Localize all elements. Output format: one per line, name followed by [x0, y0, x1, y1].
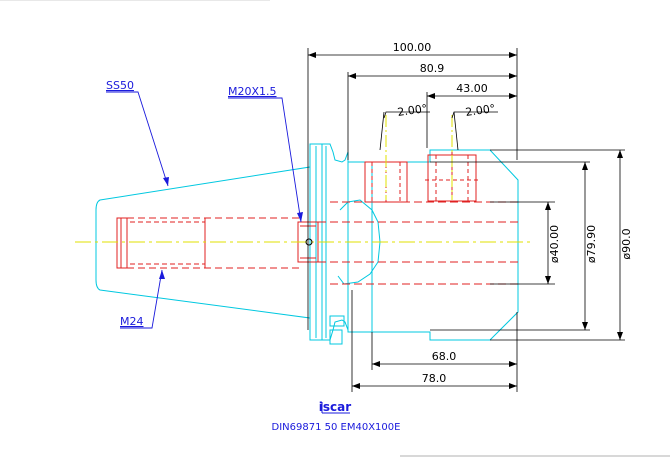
dim-length-78: 78.0	[422, 372, 447, 385]
callout-taper: SS50	[106, 79, 134, 92]
centerline	[75, 115, 530, 243]
dim-overall-length: 100.00	[393, 41, 432, 54]
dim-angle-2: 2.00°	[465, 102, 497, 119]
logo: iscar	[319, 400, 351, 414]
logo-text: iscar	[319, 400, 351, 414]
arrowheads	[308, 52, 623, 389]
dim-bore-diameter: ø40.00	[548, 225, 561, 263]
hidden-lines	[116, 152, 520, 285]
dim-outer-diameter: ø90.0	[620, 228, 633, 259]
rear-bore-step	[116, 217, 128, 269]
callout-leaders	[106, 91, 302, 329]
taper-shank	[95, 166, 311, 319]
dim-body-length: 80.9	[420, 62, 445, 75]
dim-angle-1: 2.00°	[397, 102, 429, 119]
drive-key	[329, 315, 345, 327]
callout-thread-front: M20X1.5	[228, 85, 277, 98]
dimension-lines	[307, 48, 625, 392]
dim-front-length: 43.00	[456, 82, 488, 95]
center-mark-icon	[305, 238, 313, 246]
dim-body-diameter: ø79.90	[585, 225, 598, 263]
drawing-caption: DIN69871 50 EM40X100E	[272, 422, 401, 433]
main-body	[347, 149, 519, 341]
callout-thread-rear: M24	[120, 315, 144, 328]
dim-length-68: 68.0	[432, 350, 457, 363]
callout-arrowheads	[159, 177, 303, 279]
